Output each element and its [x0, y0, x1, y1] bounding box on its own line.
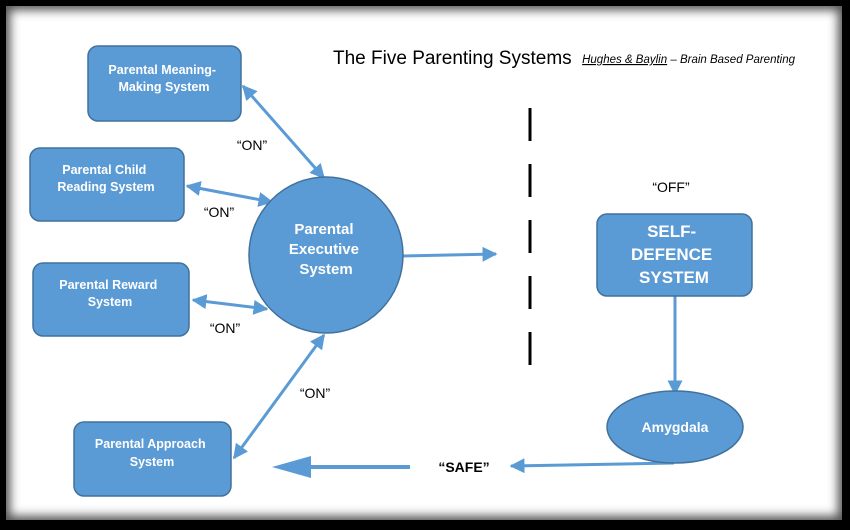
- label-safe: “SAFE”: [438, 459, 489, 475]
- node-child-reading: Parental Child Reading System: [29, 147, 185, 222]
- node-meaning-making: Parental Meaning- Making System: [87, 45, 242, 122]
- credit-name: Hughes & Baylin: [582, 54, 667, 66]
- credit-work: Brain Based Parenting: [680, 54, 796, 66]
- parenting-systems-diagram: The Five Parenting Systems Hughes & Bayl…: [29, 45, 796, 497]
- slide-canvas: The Five Parenting Systems Hughes & Bayl…: [6, 6, 842, 520]
- node-approach: Parental Approach System: [73, 421, 232, 497]
- svg-text:Parental Child Reading S: Parental Child Reading System: [57, 163, 154, 194]
- label-on-approach: “ON”: [300, 385, 331, 401]
- diagram-title: The Five Parenting Systems Hughes & Bayl…: [333, 48, 796, 69]
- node-reward: Parental Reward System: [32, 262, 190, 337]
- arrow-childreading-executive: [185, 181, 274, 207]
- svg-text:Parental Executive: Parental Executive System: [289, 221, 363, 278]
- label-on-reward: “ON”: [210, 320, 241, 336]
- svg-text:Parental Approach System: Parental Approach System: [95, 437, 209, 469]
- arrow-executive-out: [401, 246, 498, 262]
- arrow-meaning-executive: [241, 84, 326, 180]
- arrow-approach-executive: [232, 333, 326, 460]
- svg-text:Amygdala: Amygdala: [642, 419, 709, 435]
- labels: “ON” “ON” “ON” “ON” “OFF” “SAFE”: [204, 137, 690, 475]
- node-executive: Parental Executive System: [248, 176, 404, 334]
- arrow-safe-approach: [272, 456, 410, 478]
- label-on-meaning: “ON”: [237, 137, 268, 153]
- svg-text:SELF- DEFENCE SYST: SELF- DEFENCE SYSTEM: [631, 222, 717, 287]
- arrow-reward-executive: [191, 294, 269, 315]
- node-amygdala: Amygdala: [606, 390, 744, 464]
- svg-text:Parental Meaning- Making: Parental Meaning- Making System: [108, 63, 219, 94]
- svg-text:Parental Reward System: Parental Reward System: [59, 278, 160, 309]
- label-off: “OFF”: [652, 179, 690, 195]
- node-self-defence: SELF- DEFENCE SYSTEM: [596, 213, 753, 297]
- connectors: [185, 84, 683, 478]
- arrow-amygdala-safe: [509, 458, 675, 474]
- label-on-childreading: “ON”: [204, 204, 235, 220]
